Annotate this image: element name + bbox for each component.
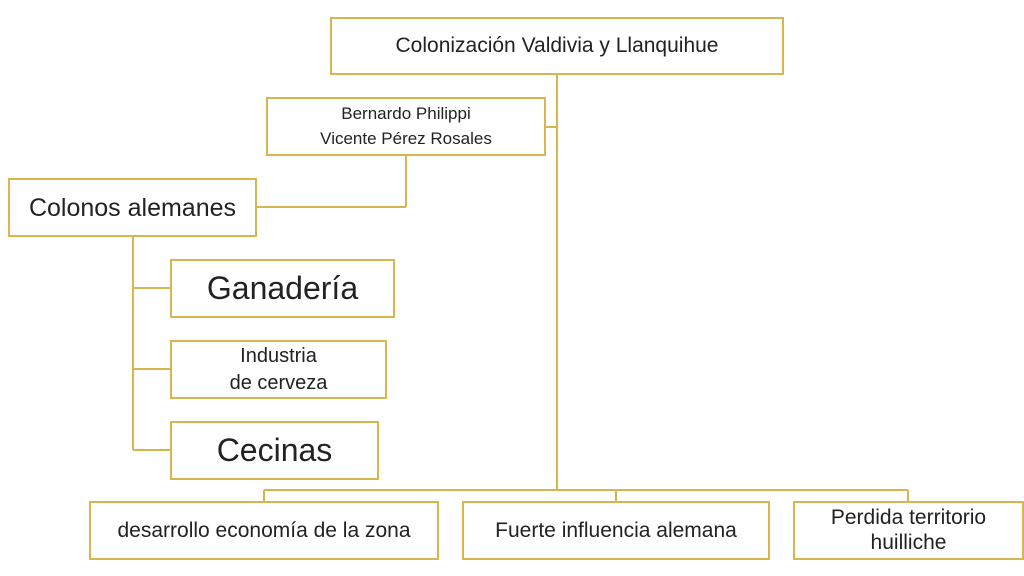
settlers-node: Colonos alemanes <box>8 178 257 237</box>
root-node: Colonización Valdivia y Llanquihue <box>330 17 784 75</box>
industria-label-line-1: Industria <box>240 345 317 368</box>
territorio-label-line-2: huilliche <box>870 530 947 554</box>
industria-node: Industria de cerveza <box>170 340 387 399</box>
influencia-label: Fuerte influencia alemana <box>495 518 737 542</box>
economia-node: desarrollo economía de la zona <box>89 501 439 560</box>
industria-label-line-2: de cerveza <box>229 371 328 394</box>
settlers-label: Colonos alemanes <box>28 193 237 222</box>
founder-name-perez-rosales: Vicente Pérez Rosales <box>320 128 492 148</box>
root-label: Colonización Valdivia y Llanquihue <box>395 34 719 58</box>
territorio-label-line-1: Perdida territorio <box>830 506 987 530</box>
ganaderia-node: Ganadería <box>170 259 395 318</box>
territorio-node: Perdida territorio huilliche <box>793 501 1024 560</box>
founder-name-philippi: Bernardo Philippi <box>341 103 471 123</box>
ganaderia-label: Ganadería <box>206 270 359 307</box>
economia-label: desarrollo economía de la zona <box>117 518 411 542</box>
influencia-node: Fuerte influencia alemana <box>462 501 770 560</box>
cecinas-label: Cecinas <box>216 432 333 469</box>
cecinas-node: Cecinas <box>170 421 379 480</box>
founders-node: Bernardo Philippi Vicente Pérez Rosales <box>266 97 546 156</box>
